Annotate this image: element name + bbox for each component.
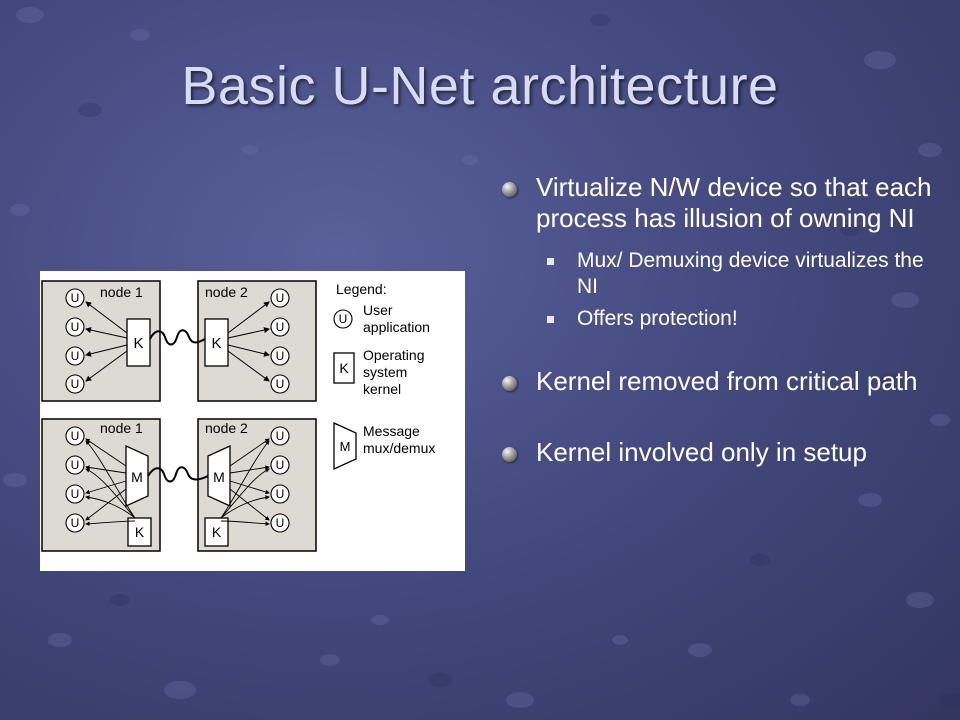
user-circle-label: U (276, 487, 285, 501)
mux-legend-icon (333, 421, 357, 471)
bullet-text: Virtualize N/W device so that each proce… (536, 172, 932, 233)
user-circle-label: U (276, 320, 285, 334)
bullet-icon (502, 376, 517, 391)
legend-mux-line2: mux/demux (363, 440, 435, 456)
user-circle-label: U (276, 377, 285, 391)
sub-bullet-icon (547, 258, 554, 265)
bullet-item: Kernel involved only in setup (502, 437, 942, 468)
kernel-box-label: K (212, 524, 222, 540)
top-right-node-label: node 2 (205, 284, 248, 300)
user-circle-label: U (276, 291, 285, 305)
user-circle-label: U (71, 458, 80, 472)
user-circle-label: U (276, 349, 285, 363)
kernel-box-label: K (135, 524, 145, 540)
bullet-icon (502, 182, 517, 197)
legend-kernel-line2: system (363, 364, 407, 380)
sub-bullet-item: Mux/ Demuxing device virtualizes the NI (502, 248, 942, 300)
mux-box-label: M (131, 469, 143, 485)
legend-kernel-line3: kernel (363, 381, 401, 397)
top-right-node: node 2 K U U U U (197, 280, 317, 402)
sub-bullet-icon (547, 316, 554, 323)
kernel-box-label: K (211, 335, 221, 352)
legend-title: Legend: (336, 281, 387, 297)
sub-bullet-text: Offers protection! (577, 307, 738, 330)
bottom-left-node-label: node 1 (100, 420, 143, 436)
bullet-item: Kernel removed from critical path (502, 366, 942, 397)
network-link (147, 466, 209, 483)
legend-kernel-line1: Operating (363, 347, 424, 363)
user-circle-label: U (71, 487, 80, 501)
bottom-left-node: node 1 M K U U U U (41, 418, 161, 552)
bullet-text: Kernel removed from critical path (536, 366, 918, 396)
mux-box-label: M (213, 469, 225, 485)
legend-user-line1: User (363, 302, 393, 318)
bullet-item: Virtualize N/W device so that each proce… (502, 172, 942, 234)
bullet-text: Kernel involved only in setup (536, 437, 867, 467)
user-circle-label: U (71, 377, 80, 391)
bullet-list: Virtualize N/W device so that each proce… (502, 172, 942, 468)
slide-title: Basic U-Net architecture (181, 56, 779, 116)
user-legend-icon-label: U (339, 312, 348, 326)
network-link (149, 329, 206, 346)
user-circle-label: U (71, 291, 80, 305)
sub-bullet-text: Mux/ Demuxing device virtualizes the NI (577, 249, 924, 298)
legend-mux-line1: Message (363, 423, 420, 439)
bottom-right-node: node 2 M K U U U U (197, 418, 317, 552)
kernel-legend-icon (333, 352, 355, 384)
legend-user-line2: application (363, 319, 430, 335)
user-circle-label: U (276, 429, 285, 443)
kernel-box-label: K (133, 335, 143, 352)
sub-bullet-item: Offers protection! (502, 306, 942, 332)
mux-legend-icon-label: M (340, 439, 351, 454)
bullet-icon (502, 447, 517, 462)
top-left-node: node 1 K U U U U (41, 280, 161, 402)
user-circle-label: U (71, 349, 80, 363)
unet-architecture-figure: node 1 K U U U U node 2 (40, 271, 465, 571)
user-circle-label: U (71, 320, 80, 334)
user-circle-label: U (71, 516, 80, 530)
user-circle-label: U (276, 516, 285, 530)
user-circle-label: U (71, 429, 80, 443)
bottom-right-node-label: node 2 (205, 420, 248, 436)
user-legend-icon (333, 309, 353, 329)
top-left-node-label: node 1 (100, 284, 143, 300)
kernel-legend-icon-label: K (339, 360, 349, 376)
legend: Legend: U User application K Operating s… (333, 281, 435, 471)
user-circle-label: U (276, 458, 285, 472)
